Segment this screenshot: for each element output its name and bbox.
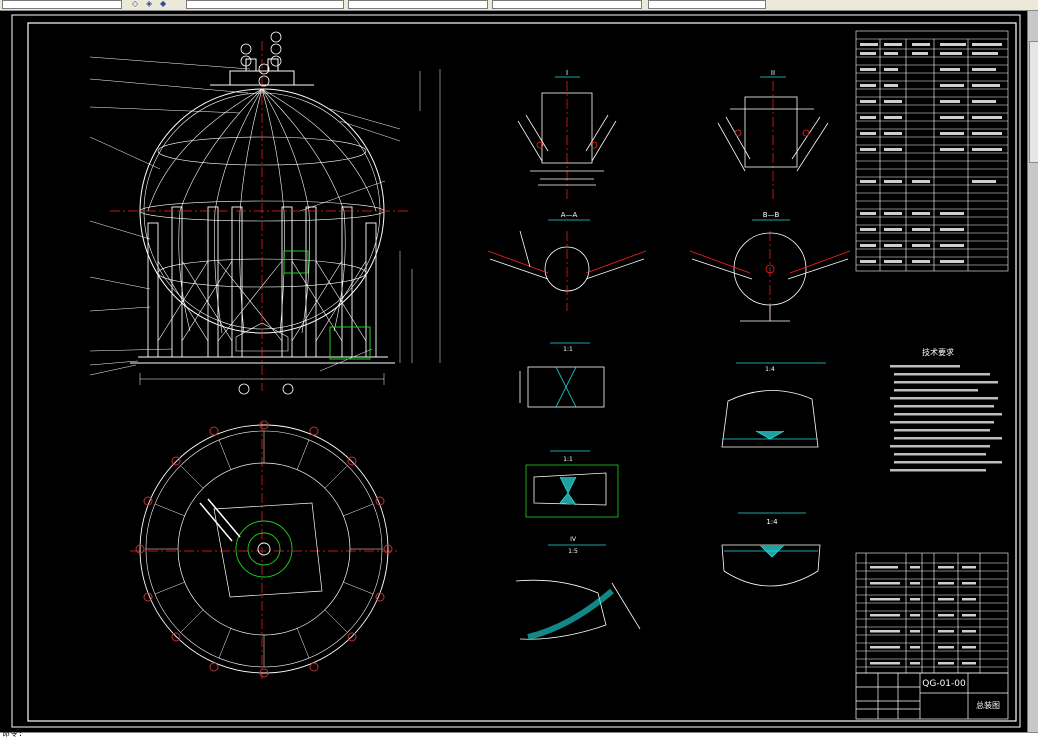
detail-II-view xyxy=(717,76,829,172)
drawing-number: QG-01-00 xyxy=(922,679,966,689)
technical-data-table xyxy=(855,30,1009,272)
layer-state-icon[interactable]: ◇ xyxy=(132,0,139,8)
plan-view xyxy=(135,420,393,678)
tech-requirements-text xyxy=(890,365,1002,472)
layer-match-icon[interactable]: ◆ xyxy=(160,0,167,8)
color-dropdown[interactable] xyxy=(186,0,344,9)
outer-frame xyxy=(11,14,1021,728)
weld-detail-bottom xyxy=(721,512,821,587)
detail-I-view xyxy=(517,76,617,186)
detail-marker-II xyxy=(329,326,371,360)
parts-list-text xyxy=(870,566,976,665)
weld-detail-manhole-scale: 1:4 xyxy=(765,366,775,373)
weld-detail-2-scale: 1:1 xyxy=(563,456,573,463)
linetype-dropdown[interactable] xyxy=(348,0,488,9)
detail-II-title: II xyxy=(771,69,775,77)
detail-I-title: I xyxy=(566,69,568,77)
section-BB-title: B—B xyxy=(763,211,780,219)
weld-detail-2 xyxy=(525,450,619,518)
inner-frame xyxy=(27,22,1017,722)
weld-detail-bottom-scale: 1:4 xyxy=(766,518,778,526)
scrollbar-thumb[interactable] xyxy=(1029,41,1038,163)
dimensions xyxy=(89,56,441,385)
detail-marker-I xyxy=(283,250,309,274)
sheet-title: 总装图 xyxy=(976,700,1000,710)
cad-drawing[interactable]: I II A—A B—B xyxy=(0,11,1026,732)
detail-IV-view xyxy=(515,544,641,640)
detail-IV-scale: 1:5 xyxy=(568,548,578,555)
drawing-canvas[interactable]: I II A—A B—B xyxy=(0,11,1038,732)
layer-previous-icon[interactable]: ◈ xyxy=(146,0,153,8)
command-prompt: 命令: xyxy=(2,729,23,738)
technical-data-text xyxy=(860,43,1002,263)
vertical-scrollbar[interactable] xyxy=(1027,11,1038,732)
detail-IV-title: IV xyxy=(570,536,577,543)
section-BB-view xyxy=(689,219,851,322)
lineweight-dropdown[interactable] xyxy=(492,0,642,9)
centerlines xyxy=(110,41,774,679)
command-line[interactable]: 命令: xyxy=(0,729,1038,739)
top-balloons xyxy=(240,31,282,87)
tech-requirements-title: 技术要求 xyxy=(922,347,954,357)
axis-balloons xyxy=(238,383,294,395)
parts-list-table xyxy=(855,552,1009,674)
layer-dropdown[interactable] xyxy=(2,0,122,9)
weld-detail-manhole xyxy=(721,362,826,448)
section-AA-title: A—A xyxy=(561,211,578,219)
weld-detail-1 xyxy=(519,342,605,408)
title-block xyxy=(855,672,1009,720)
section-AA-view xyxy=(487,219,647,292)
toolbar: ◇ ◈ ◆ xyxy=(0,0,1038,11)
weld-detail-1-scale: 1:1 xyxy=(563,346,573,353)
plotstyle-dropdown[interactable] xyxy=(648,0,766,9)
